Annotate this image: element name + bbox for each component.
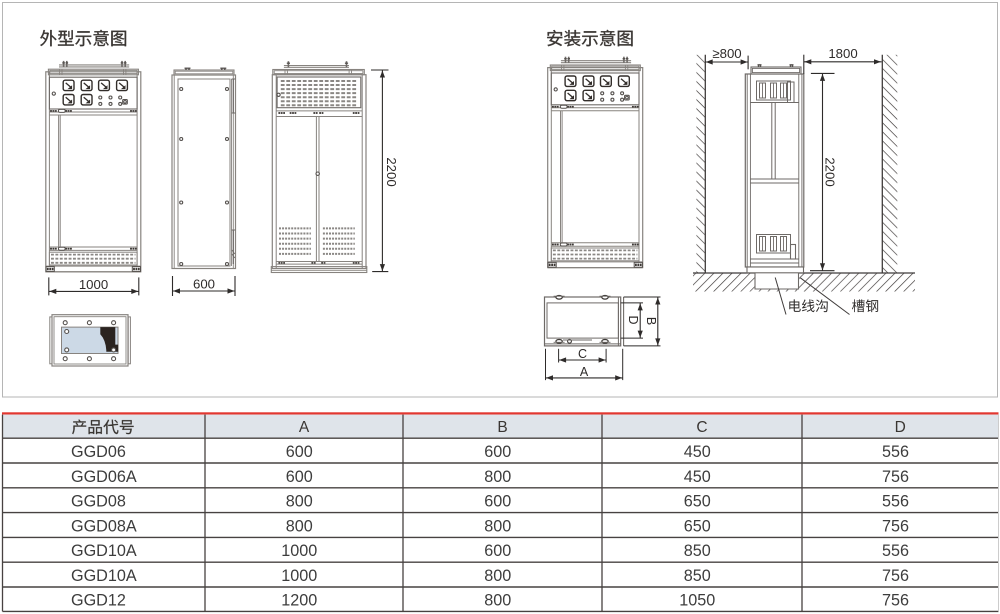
svg-text:1800: 1800 [828, 46, 857, 61]
svg-text:GGD10A: GGD10A [71, 567, 137, 585]
svg-text:B: B [497, 419, 507, 436]
svg-text:C: C [696, 419, 707, 436]
svg-text:600: 600 [286, 468, 313, 486]
svg-text:GGD06: GGD06 [71, 443, 126, 461]
svg-text:556: 556 [882, 443, 909, 461]
svg-text:800: 800 [484, 468, 511, 486]
svg-text:C: C [578, 347, 587, 361]
svg-text:1000: 1000 [281, 567, 317, 585]
svg-text:GGD08: GGD08 [71, 493, 126, 511]
svg-text:556: 556 [882, 542, 909, 560]
svg-text:450: 450 [684, 468, 711, 486]
svg-text:450: 450 [684, 443, 711, 461]
svg-text:600: 600 [484, 542, 511, 560]
svg-text:GGD12: GGD12 [71, 592, 126, 610]
svg-text:600: 600 [484, 443, 511, 461]
svg-text:756: 756 [882, 592, 909, 610]
svg-text:1050: 1050 [679, 592, 715, 610]
svg-text:D: D [626, 315, 640, 324]
svg-text:800: 800 [484, 517, 511, 535]
svg-text:≥800: ≥800 [712, 46, 741, 61]
svg-text:756: 756 [882, 567, 909, 585]
svg-text:GGD06A: GGD06A [71, 468, 137, 486]
svg-text:A: A [299, 419, 310, 436]
svg-text:600: 600 [484, 493, 511, 511]
svg-text:800: 800 [286, 517, 313, 535]
svg-text:1000: 1000 [79, 277, 108, 292]
svg-text:1200: 1200 [281, 592, 317, 610]
svg-text:B: B [644, 317, 658, 325]
svg-text:600: 600 [286, 443, 313, 461]
svg-text:1000: 1000 [281, 542, 317, 560]
svg-text:2200: 2200 [384, 157, 399, 186]
svg-text:600: 600 [193, 277, 215, 292]
svg-text:756: 756 [882, 468, 909, 486]
svg-text:A: A [580, 365, 589, 379]
svg-text:GGD08A: GGD08A [71, 517, 137, 535]
svg-text:850: 850 [684, 542, 711, 560]
svg-text:D: D [895, 419, 906, 436]
svg-text:556: 556 [882, 493, 909, 511]
svg-text:GGD10A: GGD10A [71, 542, 137, 560]
svg-text:800: 800 [286, 493, 313, 511]
svg-text:650: 650 [684, 493, 711, 511]
svg-text:800: 800 [484, 592, 511, 610]
svg-text:756: 756 [882, 517, 909, 535]
svg-text:800: 800 [484, 567, 511, 585]
svg-text:2200: 2200 [822, 157, 837, 186]
svg-text:650: 650 [684, 517, 711, 535]
svg-text:850: 850 [684, 567, 711, 585]
